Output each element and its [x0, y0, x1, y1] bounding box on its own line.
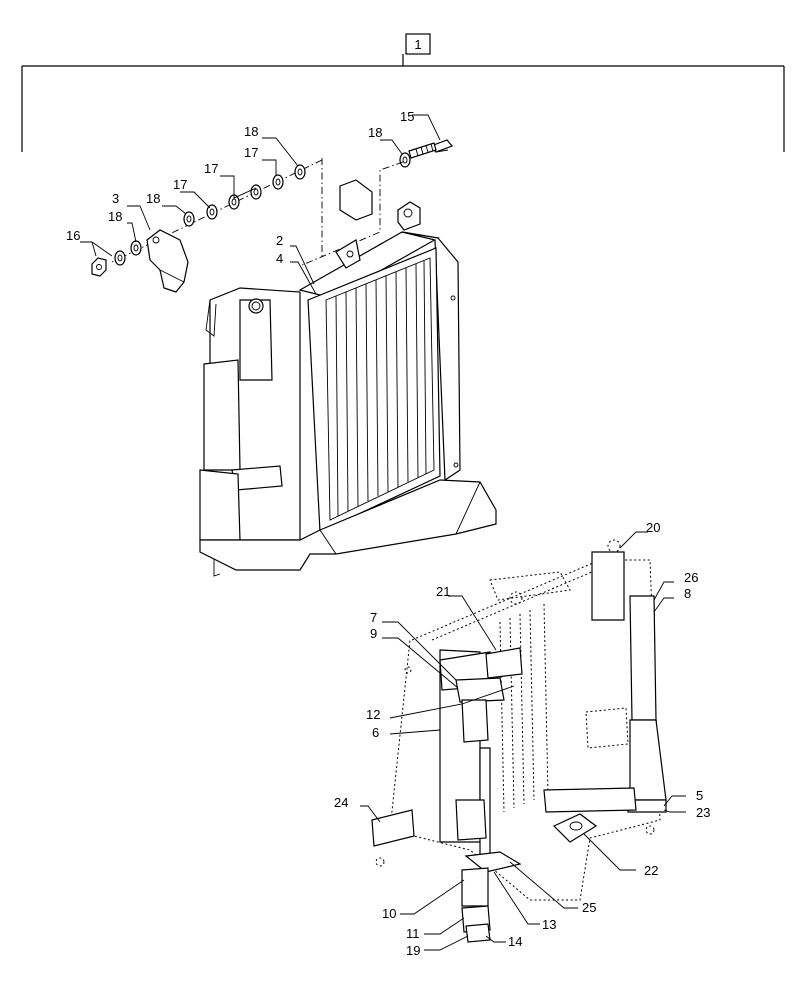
callout-21: 21	[436, 584, 450, 599]
bracket-plate-3	[146, 229, 189, 293]
callout-18: 18	[244, 124, 258, 139]
radiator-assembly-upper	[199, 179, 497, 577]
radiator-fins	[335, 260, 427, 517]
callout-2: 2	[276, 233, 283, 248]
callout-19: 19	[406, 943, 420, 958]
callout-22: 22	[644, 863, 658, 878]
washer-18-top	[399, 152, 411, 168]
leader-lines	[80, 114, 686, 951]
callout-26: 26	[684, 570, 698, 585]
callout-24: 24	[334, 795, 348, 810]
callout-18: 18	[368, 125, 382, 140]
callout-15: 15	[400, 109, 414, 124]
callout-7: 7	[370, 610, 377, 625]
washer-stack	[114, 164, 306, 266]
callout-17: 17	[204, 161, 218, 176]
callout-5: 5	[696, 788, 703, 803]
callout-18: 18	[146, 191, 160, 206]
callout-13: 13	[542, 917, 556, 932]
callout-4: 4	[276, 251, 283, 266]
nut-16	[91, 257, 107, 277]
callout-6: 6	[372, 725, 379, 740]
callout-25: 25	[582, 900, 596, 915]
foam-strips	[371, 551, 667, 943]
callout-12: 12	[366, 707, 380, 722]
callout-17: 17	[244, 145, 258, 160]
callout-3: 3	[112, 191, 119, 206]
callout-10: 10	[382, 906, 396, 921]
callout-labels: 15 18 18 17 17 17 3 18 18 16 2 4 20 26 8…	[66, 109, 710, 958]
callout-9: 9	[370, 626, 377, 641]
callout-17: 17	[173, 177, 187, 192]
hardware-bolt-15	[408, 139, 454, 159]
callout-16: 16	[66, 228, 80, 243]
assembly-bracket	[21, 33, 785, 152]
callout-14: 14	[508, 934, 522, 949]
callout-8: 8	[684, 586, 691, 601]
callout-11: 11	[406, 926, 420, 941]
callout-23: 23	[696, 805, 710, 820]
assembly-label: 1	[414, 37, 421, 52]
callout-18: 18	[108, 209, 122, 224]
callout-20: 20	[646, 520, 660, 535]
